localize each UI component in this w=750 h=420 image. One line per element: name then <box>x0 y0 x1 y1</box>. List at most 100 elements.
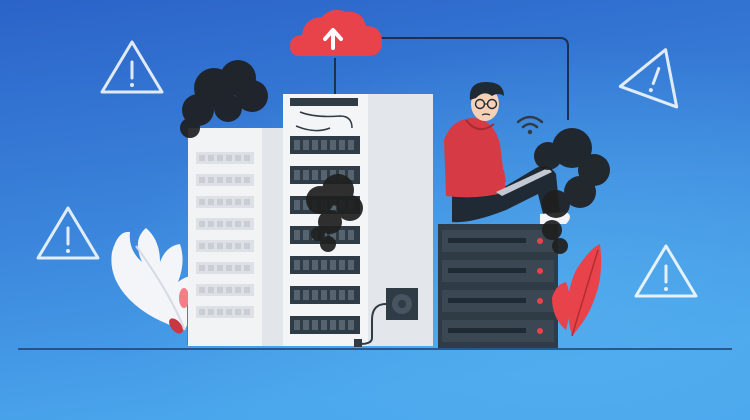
vent <box>348 170 354 180</box>
vent <box>217 177 223 183</box>
vent <box>199 265 205 271</box>
vent <box>244 199 250 205</box>
vent <box>235 221 241 227</box>
status-light <box>537 268 543 274</box>
vent <box>348 290 354 300</box>
vent <box>217 221 223 227</box>
vent <box>217 265 223 271</box>
vent <box>199 177 205 183</box>
vent <box>199 243 205 249</box>
vent <box>199 309 205 315</box>
warning-icon <box>618 48 679 109</box>
vent <box>321 320 327 330</box>
smoke-cloud <box>534 128 610 254</box>
vent <box>199 221 205 227</box>
vent <box>226 287 232 293</box>
vent <box>208 221 214 227</box>
vent <box>294 290 300 300</box>
vent <box>244 309 250 315</box>
vent <box>330 290 336 300</box>
vent <box>330 230 336 240</box>
vent <box>303 290 309 300</box>
vent <box>330 260 336 270</box>
vent <box>226 177 232 183</box>
vent <box>303 200 309 210</box>
vent <box>339 230 345 240</box>
server-stack-right <box>438 224 558 348</box>
wifi-icon <box>516 115 544 135</box>
vent <box>235 265 241 271</box>
vent <box>208 243 214 249</box>
vent <box>235 309 241 315</box>
vent <box>294 200 300 210</box>
vent <box>348 260 354 270</box>
vent <box>199 155 205 161</box>
vent <box>208 309 214 315</box>
vent <box>294 260 300 270</box>
vent <box>217 243 223 249</box>
vent <box>208 265 214 271</box>
vent <box>303 260 309 270</box>
vent <box>217 155 223 161</box>
vent <box>208 199 214 205</box>
server-bay <box>448 298 526 303</box>
server-bay <box>448 268 526 273</box>
vent <box>208 287 214 293</box>
server-bay <box>448 238 526 243</box>
vent <box>226 265 232 271</box>
vent <box>226 199 232 205</box>
cloud-upload-icon <box>290 9 382 56</box>
vent <box>321 140 327 150</box>
vent <box>217 287 223 293</box>
vent <box>303 140 309 150</box>
leaf-plant-left <box>111 228 202 331</box>
vent <box>312 170 318 180</box>
vent <box>348 140 354 150</box>
vent <box>348 230 354 240</box>
status-light <box>537 328 543 334</box>
vent <box>321 260 327 270</box>
vent <box>339 260 345 270</box>
vent <box>226 155 232 161</box>
vent <box>244 221 250 227</box>
vent <box>244 287 250 293</box>
vent <box>226 309 232 315</box>
smoke-cloud <box>306 174 363 252</box>
vent <box>199 199 205 205</box>
vent <box>294 320 300 330</box>
vent <box>312 260 318 270</box>
vent <box>226 221 232 227</box>
vent <box>244 265 250 271</box>
vent <box>235 177 241 183</box>
vent <box>208 177 214 183</box>
server-rack-left <box>188 128 288 346</box>
vent <box>303 320 309 330</box>
vent <box>235 199 241 205</box>
vent <box>330 320 336 330</box>
vent <box>217 309 223 315</box>
vent <box>321 290 327 300</box>
vent <box>244 243 250 249</box>
vent <box>321 170 327 180</box>
vent <box>199 287 205 293</box>
vent <box>226 243 232 249</box>
vent <box>294 230 300 240</box>
vent <box>339 290 345 300</box>
warning-icon <box>100 40 164 94</box>
vent <box>348 320 354 330</box>
vent <box>294 170 300 180</box>
fan-unit-icon <box>386 288 418 320</box>
vent <box>235 287 241 293</box>
vent <box>217 199 223 205</box>
vent <box>303 170 309 180</box>
vent <box>312 140 318 150</box>
warning-icon <box>36 206 100 260</box>
vent <box>208 155 214 161</box>
status-light <box>537 238 543 244</box>
vent <box>312 290 318 300</box>
vent <box>312 320 318 330</box>
network-cable <box>368 37 569 120</box>
server-tower-center <box>283 94 433 347</box>
vent <box>235 243 241 249</box>
